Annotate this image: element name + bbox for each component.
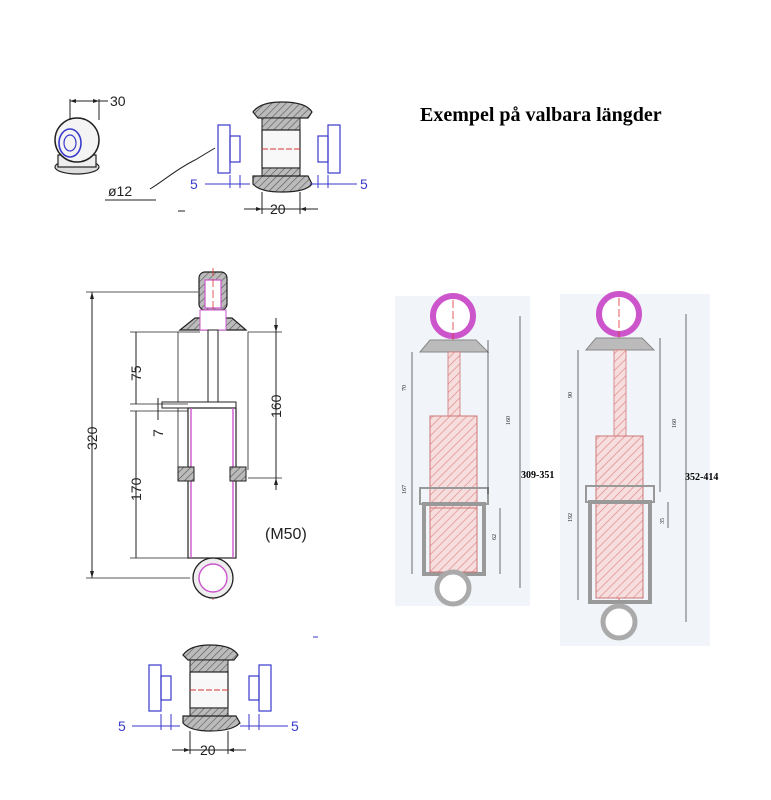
- dim-170-label: 170: [128, 477, 144, 501]
- bottom-dim-5-left: 5: [118, 718, 126, 734]
- variant-b-dim-90: 90: [568, 392, 574, 398]
- variant-a-dim-160: 160: [506, 416, 512, 425]
- variant-a-range: 309-351: [521, 470, 554, 481]
- leader-line: [149, 147, 216, 190]
- top-bushing-detail: [205, 101, 357, 214]
- page-title: Exempel på valbara längder: [420, 104, 662, 126]
- shock-absorber-drawing: [86, 268, 282, 600]
- variant-a-dim-167: 167: [402, 485, 408, 494]
- bottom-dim-20: 20: [200, 742, 216, 758]
- top-dim-20: 20: [270, 201, 286, 217]
- variant-a-drawing: [395, 293, 530, 607]
- variant-b-range: 352-414: [685, 472, 718, 483]
- variant-a-dim-70: 70: [402, 385, 408, 391]
- dim-160-label: 160: [268, 394, 284, 418]
- dim-diameter-12-label: ø12: [108, 183, 132, 199]
- dim-7-label: 7: [150, 429, 166, 437]
- variant-b-dim-160: 160: [672, 419, 678, 428]
- dim-320-label: 320: [84, 426, 100, 450]
- model-label: (M50): [265, 526, 307, 543]
- variant-a-dim-62: 62: [492, 534, 498, 540]
- ball-joint-view: [54, 99, 108, 175]
- top-dim-5-right: 5: [360, 176, 368, 192]
- bottom-bushing-detail: [132, 644, 288, 754]
- variant-b-dim-35: 35: [660, 518, 666, 524]
- top-dim-5-left: 5: [190, 176, 198, 192]
- dim-75-label: 75: [128, 365, 144, 381]
- variant-b-drawing: [560, 291, 710, 646]
- variant-b-dim-192: 192: [568, 513, 574, 522]
- dim-30-label: 30: [110, 93, 126, 109]
- bottom-dim-5-right: 5: [291, 718, 299, 734]
